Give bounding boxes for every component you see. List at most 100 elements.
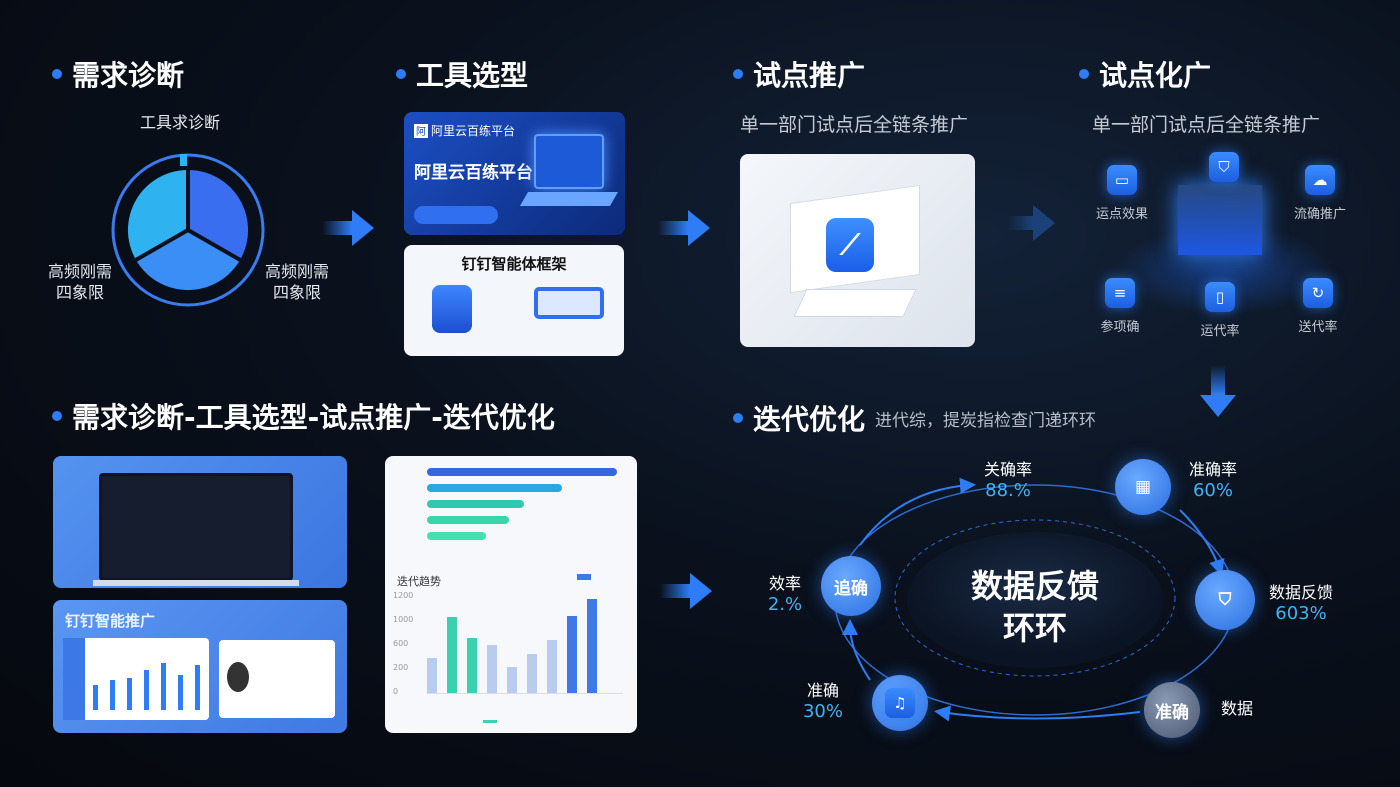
analytics-card: 迭代趋势 0 200 600 1000 1200 xyxy=(385,456,637,733)
bailian-card[interactable]: 阿阿里云百练平台 阿里云百练平台 xyxy=(404,112,625,235)
card-cta-button[interactable] xyxy=(414,206,498,224)
pilot-illustration: ⟋ xyxy=(740,154,975,347)
hbar xyxy=(427,516,509,524)
iteration-subtitle: 进代综，提炭指检查门递环环 xyxy=(875,410,1097,431)
chart-icon: ▦ xyxy=(1134,477,1152,497)
vbar xyxy=(467,637,477,693)
shield-icon: ⛉ xyxy=(1218,590,1232,610)
pie-right-label: 高频刚需四象限 xyxy=(265,262,330,302)
logo-icon: 阿 xyxy=(414,123,428,138)
scale-item: ▭ 运点效果 xyxy=(1096,165,1155,224)
shield-icon: ⛉ xyxy=(1209,152,1239,182)
heading-text: 需求诊断 xyxy=(72,59,185,92)
arrow-down-icon xyxy=(1200,365,1236,417)
center-ellipse xyxy=(907,532,1163,668)
app-logo-icon: ⟋ xyxy=(826,218,874,272)
card-title: 钉钉智能体框架 xyxy=(461,255,567,273)
dashboard-laptop-card xyxy=(53,456,347,588)
heading-process: 需求诊断-工具选型-试点推广-迭代优化 xyxy=(52,396,555,436)
refresh-icon: ↻ xyxy=(1303,278,1333,308)
heading-pilot: 试点推广 xyxy=(733,54,865,94)
heading-text: 迭代优化 xyxy=(753,403,866,436)
music-icon: ♫ xyxy=(885,688,915,718)
heading-iteration: 迭代优化进代综，提炭指检查门递环环 xyxy=(733,398,1096,438)
legend-swatch xyxy=(483,720,497,723)
legend-swatch xyxy=(577,574,591,580)
y-tick: 1000 xyxy=(393,615,414,624)
metric-label: 数据 xyxy=(1220,699,1253,718)
center-title: 数据反馈环环 xyxy=(970,567,1099,647)
scale-item: ≡参项确 xyxy=(1100,278,1153,337)
hbar xyxy=(427,500,524,508)
vbar xyxy=(507,666,517,693)
scale-item: ⛉ xyxy=(1209,152,1239,182)
scale-item-label: 运点效果 xyxy=(1095,207,1148,222)
vbar xyxy=(547,639,557,693)
mini-chart-panel xyxy=(63,638,209,720)
vbar xyxy=(487,644,497,693)
scale-item-label: 运代率 xyxy=(1200,324,1240,339)
vbar xyxy=(427,658,437,693)
scale-item-label: 参项确 xyxy=(1100,320,1140,335)
chart-title: 迭代趋势 xyxy=(397,575,441,588)
node-accuracy[interactable]: ▦ xyxy=(1115,459,1171,515)
pilot-subtitle: 单一部门试点后全链条推广 xyxy=(740,114,969,136)
mini-bar xyxy=(93,685,98,710)
profile-panel xyxy=(219,640,335,718)
heading-text: 试点推广 xyxy=(753,59,866,92)
dingtalk-agent-card[interactable]: 钉钉智能体框架 xyxy=(404,245,624,356)
heading-pilot-scale: 试点化广 xyxy=(1079,54,1211,94)
pie-top-label: 工具求诊断 xyxy=(140,113,221,132)
arrow-right-icon xyxy=(322,210,374,246)
hbar xyxy=(427,484,562,492)
scale-item-label: 送代率 xyxy=(1298,320,1338,335)
vbar xyxy=(527,654,537,693)
y-tick: 1200 xyxy=(393,591,414,600)
screen-icon: ▭ xyxy=(1107,165,1137,195)
y-tick: 0 xyxy=(393,687,399,696)
arrow-right-icon xyxy=(660,573,712,609)
scale-item: ☁ 流确推广 xyxy=(1294,165,1353,224)
node-accuracy-30[interactable]: ♫ xyxy=(872,675,928,731)
laptop-screen xyxy=(99,473,293,581)
arrow-right-icon xyxy=(1008,205,1055,241)
promo-title: 钉钉智能推广 xyxy=(65,612,156,630)
pie-left-label: 高频刚需四象限 xyxy=(48,262,113,302)
scale-item: ↻ 送代率 xyxy=(1298,278,1351,337)
mini-bar xyxy=(195,665,200,710)
card-logo-text: 阿里云百练平台 xyxy=(431,124,516,138)
heading-text: 试点化广 xyxy=(1099,59,1212,92)
y-tick: 600 xyxy=(393,639,409,648)
dingtalk-promo-card: 钉钉智能推广 xyxy=(53,600,347,733)
pie-ring xyxy=(111,153,265,307)
hbar xyxy=(427,468,617,476)
heading-text: 需求诊断-工具选型-试点推广-迭代优化 xyxy=(72,401,555,434)
heading-diagnosis: 需求诊断 xyxy=(52,54,184,94)
arrow-right-icon xyxy=(658,210,710,246)
feedback-loop xyxy=(834,477,1236,722)
vbar xyxy=(567,616,577,693)
cube-illustration xyxy=(1178,185,1262,255)
vbar xyxy=(447,617,457,693)
scale-item: ▯运代率 xyxy=(1200,282,1253,341)
avatar xyxy=(227,662,249,692)
cloud-icon: ☁ xyxy=(1305,165,1335,195)
mini-bar xyxy=(178,675,183,710)
node-feedback[interactable]: ⛉ xyxy=(1195,570,1255,630)
node-efficiency[interactable]: 追确 xyxy=(821,556,881,616)
y-tick: 200 xyxy=(393,663,409,672)
mini-bar xyxy=(161,662,166,710)
node-data[interactable]: 准确 xyxy=(1144,682,1200,738)
monitor-illustration xyxy=(534,287,604,319)
pie-diagram xyxy=(111,153,265,307)
mini-bar xyxy=(127,677,132,710)
heading-text: 工具选型 xyxy=(416,59,529,92)
vbar xyxy=(587,598,597,693)
scale-item-label: 流确推广 xyxy=(1293,207,1346,222)
card-title: 阿里云百练平台 xyxy=(414,163,533,183)
